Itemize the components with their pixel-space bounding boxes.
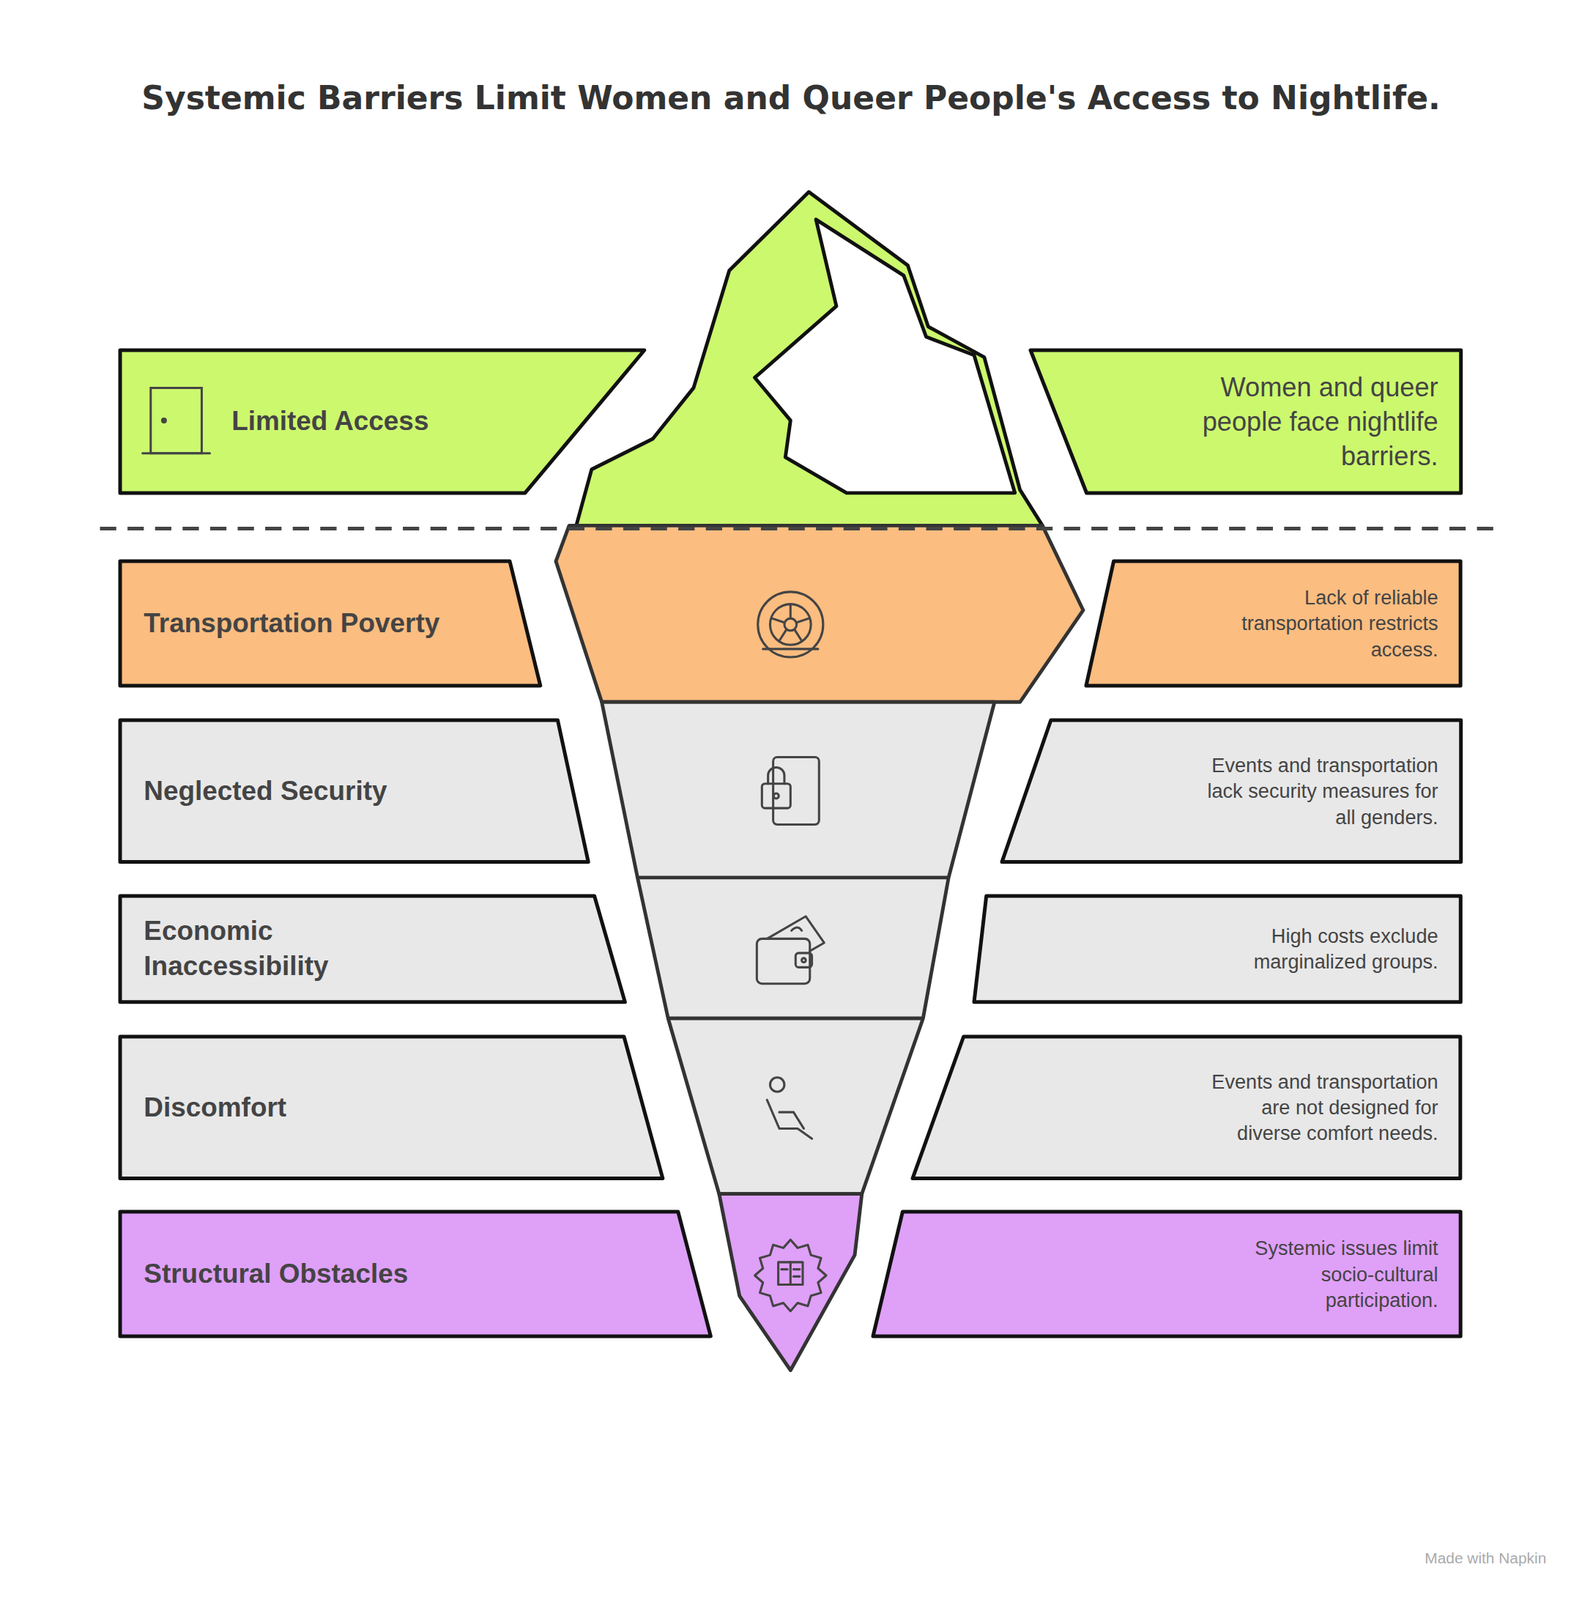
band-shape <box>120 561 541 686</box>
iceberg-band-orange <box>555 525 1084 702</box>
band-description: High costs exclude marginalized groups. <box>1223 922 1438 975</box>
description-band: Lack of reliable transportation restrict… <box>1086 561 1461 686</box>
description-band: Events and transportation lack security … <box>1001 719 1462 863</box>
watermark: Made with Napkin <box>1424 1549 1547 1567</box>
band-shape <box>120 895 625 1002</box>
label-band: Limited Access <box>120 350 645 493</box>
wheel-icon <box>758 591 824 657</box>
band-heading: Limited Access <box>231 403 497 439</box>
description-band: High costs exclude marginalized groups. <box>974 895 1461 1002</box>
band-outline <box>120 895 625 1002</box>
label-band: Neglected Security <box>120 719 589 863</box>
band-shape <box>1086 561 1461 686</box>
iceberg-band-purple <box>719 1193 863 1371</box>
iceberg-tip <box>576 191 1043 526</box>
band-description: Systemic issues limit socio-cultural par… <box>1223 1234 1438 1313</box>
gear-icon <box>755 1239 827 1311</box>
band-heading: Discomfort <box>143 1089 450 1125</box>
iceberg-snow <box>755 219 1016 493</box>
band-heading: Neglected Security <box>143 773 450 809</box>
door-knob <box>162 418 167 422</box>
description-band: Events and transportation are not design… <box>912 1036 1461 1179</box>
band-shape <box>873 1211 1461 1336</box>
band-divider <box>637 875 949 879</box>
band-outline <box>974 895 1461 1002</box>
wallet-icon <box>756 916 824 984</box>
band-shape <box>120 350 645 493</box>
door-icon <box>142 387 211 453</box>
band-shape <box>1001 719 1462 863</box>
description-band: Systemic issues limit socio-cultural par… <box>873 1211 1461 1336</box>
description-band: Women and queer people face nightlife ba… <box>1030 350 1462 493</box>
band-heading: Structural Obstacles <box>143 1256 450 1292</box>
band-shape <box>120 1036 663 1179</box>
label-band: Structural Obstacles <box>120 1211 711 1336</box>
band-heading: Economic Inaccessibility <box>143 913 450 984</box>
seated-person-icon <box>766 1077 812 1139</box>
door-frame <box>150 387 203 453</box>
band-description: Lack of reliable transportation restrict… <box>1208 584 1438 663</box>
band-description: Events and transportation are not design… <box>1205 1068 1439 1147</box>
waterline <box>99 526 1498 531</box>
band-description: Events and transportation lack security … <box>1205 752 1439 830</box>
band-description: Women and queer people face nightlife ba… <box>1182 369 1438 474</box>
label-band: Discomfort <box>120 1036 663 1179</box>
band-shape <box>974 895 1461 1002</box>
label-band: Transportation Poverty <box>120 561 541 686</box>
band-shape <box>120 1211 711 1336</box>
band-shape <box>912 1036 1461 1179</box>
band-heading: Transportation Poverty <box>143 605 450 641</box>
label-band: Economic Inaccessibility <box>120 895 625 1002</box>
title: Systemic Barriers Limit Women and Queer … <box>0 79 1582 117</box>
band-divider <box>667 1016 923 1021</box>
band-shape <box>1030 350 1462 493</box>
band-shape <box>120 719 589 863</box>
door-floor <box>142 451 211 455</box>
lock-icon <box>761 757 819 825</box>
